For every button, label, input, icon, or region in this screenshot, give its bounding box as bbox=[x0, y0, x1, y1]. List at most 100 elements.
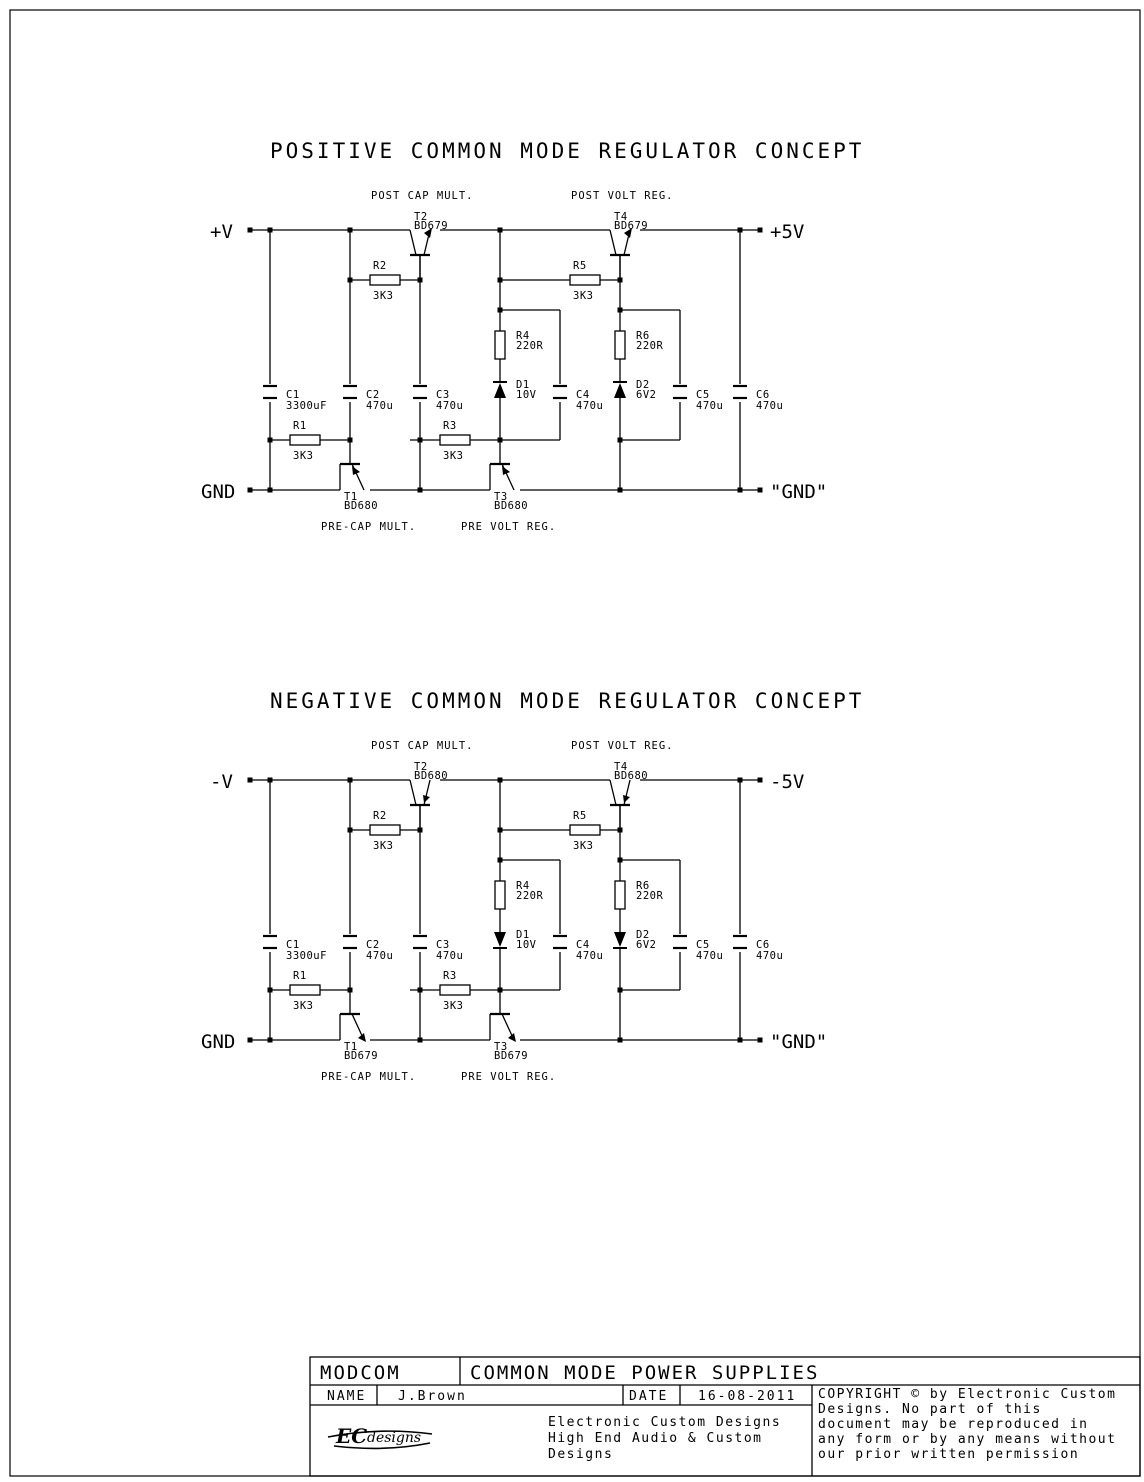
resistor-r1 bbox=[289, 434, 321, 446]
resistor-ref: R1 bbox=[293, 970, 307, 982]
logo-designs-text: designs bbox=[367, 1430, 421, 1446]
junction-dot bbox=[497, 277, 503, 283]
diode-value: 6V2 bbox=[636, 389, 656, 401]
resistor-ref: R6 bbox=[636, 880, 650, 892]
capacitor-c6 bbox=[733, 384, 747, 400]
junction-dot bbox=[617, 437, 623, 443]
capacitor-ref: C2 bbox=[366, 389, 380, 401]
capacitor-c5 bbox=[673, 934, 687, 950]
junction-dot bbox=[347, 987, 353, 993]
resistor-ref: R3 bbox=[443, 970, 457, 982]
junction-dot bbox=[247, 487, 253, 493]
diode-ref: D1 bbox=[516, 929, 530, 941]
rail-out-label: +5V bbox=[770, 221, 804, 243]
zener-diode-d2 bbox=[613, 381, 627, 398]
junction-dot bbox=[267, 437, 273, 443]
junction-dot bbox=[347, 277, 353, 283]
resistor-r2 bbox=[369, 824, 401, 836]
project-code: MODCOM bbox=[320, 1362, 401, 1384]
label-pre-cap-mult: PRE-CAP MULT. bbox=[321, 521, 416, 533]
transistor-ref: T3 bbox=[494, 491, 508, 503]
resistor-value: 3K3 bbox=[443, 1000, 463, 1012]
resistor-ref: R6 bbox=[636, 330, 650, 342]
transistor-ref: T2 bbox=[414, 211, 428, 223]
capacitor-c3 bbox=[413, 934, 427, 950]
junction-dot bbox=[617, 987, 623, 993]
company-line-1: Electronic Custom Designs bbox=[548, 1415, 781, 1430]
resistor-value: 3K3 bbox=[373, 840, 393, 852]
capacitor-value: 3300uF bbox=[286, 400, 327, 412]
gnd-label: GND bbox=[201, 481, 235, 503]
capacitor-value: 470u bbox=[436, 400, 463, 412]
logo-ec-text: EC bbox=[335, 1424, 367, 1448]
diode-ref: D2 bbox=[636, 929, 650, 941]
junction-dot bbox=[347, 777, 353, 783]
resistor-ref: R5 bbox=[573, 810, 587, 822]
junction-dot bbox=[347, 227, 353, 233]
gnd-out-label: "GND" bbox=[770, 481, 827, 503]
capacitor-ref: C3 bbox=[436, 389, 450, 401]
capacitor-value: 470u bbox=[576, 400, 603, 412]
label-pre-cap-mult: PRE-CAP MULT. bbox=[321, 1071, 416, 1083]
resistor-value: 220R bbox=[516, 890, 543, 902]
junction-dot bbox=[497, 227, 503, 233]
zener-diode-d1 bbox=[493, 381, 507, 398]
junction-dot bbox=[617, 277, 623, 283]
resistor-r3 bbox=[439, 984, 471, 996]
copyright-line-2: Designs. No part of this bbox=[818, 1402, 1042, 1417]
junction-dot bbox=[417, 1037, 423, 1043]
junction-dot bbox=[757, 1037, 763, 1043]
name-label: NAME bbox=[327, 1389, 366, 1404]
transistor-type: BD680 bbox=[344, 500, 378, 512]
copyright-line-5: our prior written permission bbox=[818, 1447, 1079, 1462]
resistor-r3 bbox=[439, 434, 471, 446]
resistor-value: 3K3 bbox=[373, 290, 393, 302]
resistor-ref: R4 bbox=[516, 330, 530, 342]
transistor-t3 bbox=[489, 462, 515, 491]
transistor-type: BD679 bbox=[414, 220, 448, 232]
transistor-t4 bbox=[609, 779, 631, 830]
capacitor-value: 470u bbox=[576, 950, 603, 962]
transistor-t1 bbox=[339, 462, 365, 491]
drawing-title: COMMON MODE POWER SUPPLIES bbox=[470, 1362, 819, 1384]
capacitor-value: 470u bbox=[696, 400, 723, 412]
label-post-cap-mult: POST CAP MULT. bbox=[371, 190, 474, 202]
junction-dot bbox=[497, 307, 503, 313]
resistor-r2 bbox=[369, 274, 401, 286]
capacitor-ref: C3 bbox=[436, 939, 450, 951]
junction-dot bbox=[267, 777, 273, 783]
transistor-t3 bbox=[489, 1012, 516, 1042]
resistor-ref: R4 bbox=[516, 880, 530, 892]
transistor-ref: T4 bbox=[614, 761, 628, 773]
resistor-value: 3K3 bbox=[293, 450, 313, 462]
negative-regulator-schematic: NEGATIVE COMMON MODE REGULATOR CONCEPTPO… bbox=[201, 689, 861, 1083]
transistor-t2 bbox=[409, 779, 431, 830]
resistor-value: 3K3 bbox=[293, 1000, 313, 1012]
junction-dot bbox=[737, 777, 743, 783]
copyright-line-3: document may be reproduced in bbox=[818, 1417, 1088, 1432]
resistor-value: 3K3 bbox=[443, 450, 463, 462]
capacitor-c5 bbox=[673, 384, 687, 400]
junction-dot bbox=[417, 277, 423, 283]
capacitor-ref: C4 bbox=[576, 389, 590, 401]
capacitor-c1 bbox=[263, 934, 277, 950]
resistor-ref: R3 bbox=[443, 420, 457, 432]
diode-value: 6V2 bbox=[636, 939, 656, 951]
resistor-value: 3K3 bbox=[573, 290, 593, 302]
diode-value: 10V bbox=[516, 939, 537, 951]
junction-dot bbox=[497, 777, 503, 783]
transistor-type: BD679 bbox=[344, 1050, 378, 1062]
transistor-type: BD680 bbox=[494, 500, 528, 512]
transistor-ref: T2 bbox=[414, 761, 428, 773]
rail-in-label: +V bbox=[210, 221, 233, 243]
gnd-label: GND bbox=[201, 1031, 235, 1053]
transistor-type: BD680 bbox=[614, 770, 648, 782]
rail-in-label: -V bbox=[210, 771, 233, 793]
junction-dot bbox=[617, 827, 623, 833]
capacitor-value: 3300uF bbox=[286, 950, 327, 962]
junction-dot bbox=[497, 827, 503, 833]
date-value: 16-08-2011 bbox=[698, 1389, 796, 1404]
junction-dot bbox=[267, 987, 273, 993]
resistor-value: 220R bbox=[636, 890, 663, 902]
